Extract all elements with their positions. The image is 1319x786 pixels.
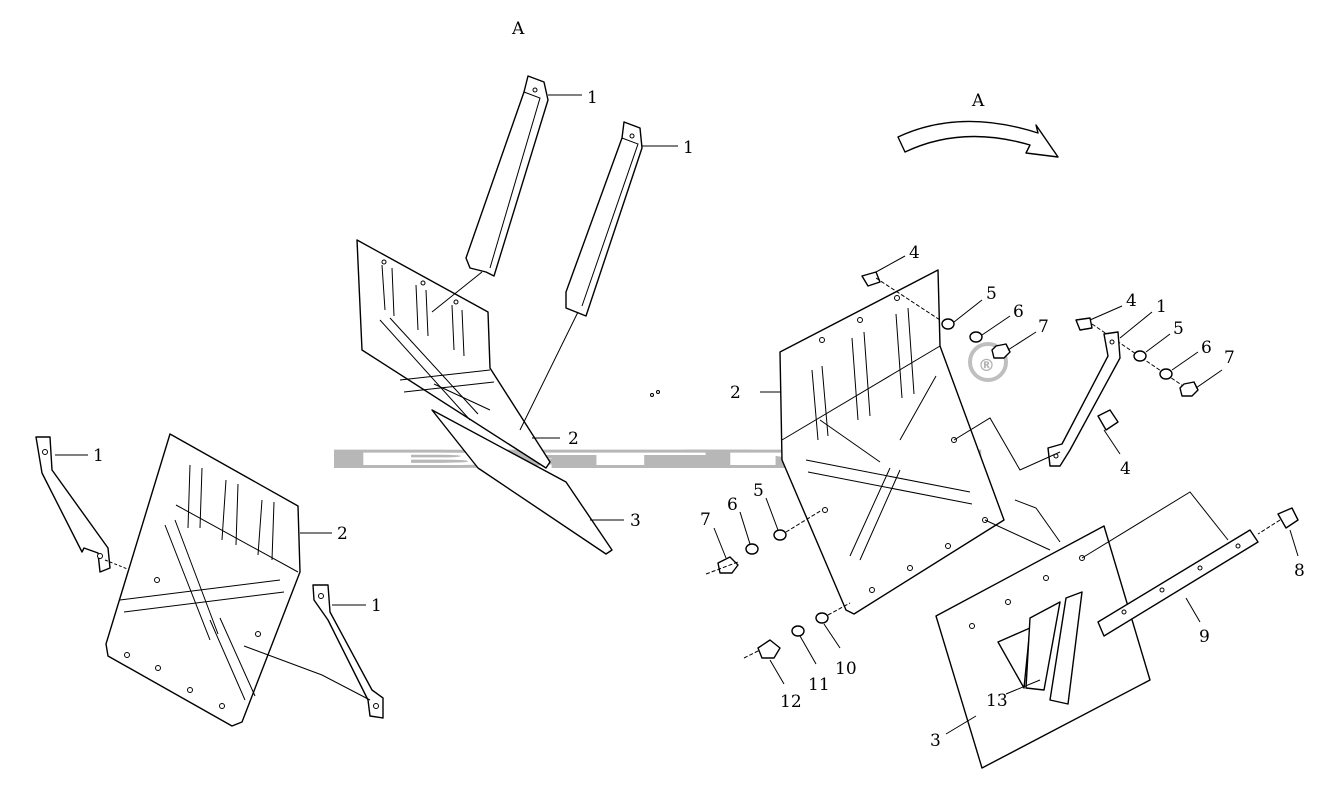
bolt-top [861, 271, 881, 287]
left-washer [773, 529, 787, 541]
bolt-hole [42, 449, 48, 455]
bolt-hole [154, 577, 160, 583]
callout-flap: 3 [930, 731, 941, 751]
far-bolt [1075, 317, 1093, 331]
strip [1097, 529, 1259, 637]
far-washer [1133, 350, 1147, 362]
callout-far-washer: 5 [1173, 319, 1184, 339]
strip-bolt [1277, 507, 1299, 529]
left-bracket-upper [35, 436, 111, 573]
callout-left-washer: 5 [753, 481, 764, 501]
flap-decal-small [997, 627, 1031, 689]
bolt-hole [97, 553, 103, 559]
center-flap [431, 409, 613, 555]
callout-center-plate: 2 [568, 429, 579, 449]
center-bracket-b [565, 121, 643, 317]
bottom-lockwasher [791, 625, 805, 637]
callout-bottom-nut: 12 [780, 692, 802, 712]
callout-bottom-lockwasher: 11 [808, 675, 830, 695]
left-plate [105, 433, 301, 727]
left-lockwasher [745, 543, 759, 555]
right-plate [779, 269, 1005, 615]
nut-top [991, 343, 1011, 359]
view-label-top: A [511, 19, 525, 39]
callout-strip-bolt: 8 [1294, 561, 1305, 581]
callout-center-bracket-a: 1 [587, 88, 598, 108]
callout-right-bolt-top: 4 [909, 243, 920, 263]
callout-bottom-washer: 10 [835, 659, 857, 679]
registered-mark: ® [978, 356, 995, 376]
far-lockwasher [1159, 368, 1173, 380]
center-assembly: 1 1 2 3 [356, 75, 694, 555]
far-bracket [1047, 331, 1121, 467]
callout-left-bracket-lower: 1 [371, 596, 382, 616]
bottom-nut [757, 639, 781, 659]
view-label-arrow: A [971, 91, 985, 111]
washer-top [941, 318, 955, 330]
bolt-hole [255, 631, 261, 637]
center-bracket-a [465, 75, 549, 277]
callout-left-nut: 7 [700, 510, 711, 530]
callout-center-bracket-b: 1 [683, 138, 694, 158]
callout-far-bolt-lower: 4 [1120, 459, 1131, 479]
callout-far-lockwasher: 6 [1201, 338, 1212, 358]
callout-right-lockwasher-top: 6 [1013, 302, 1024, 322]
callout-left-plate: 2 [337, 524, 348, 544]
bottom-washer [815, 612, 829, 624]
callout-flap-decal: 13 [986, 691, 1008, 711]
callout-right-nut-top: 7 [1038, 317, 1049, 337]
registered-circle [968, 342, 1008, 382]
callout-far-bolt: 4 [1126, 291, 1137, 311]
callout-left-bracket-upper: 1 [93, 446, 104, 466]
callout-far-nut: 7 [1224, 348, 1235, 368]
callout-left-lockwasher: 6 [727, 495, 738, 515]
flap-decal-mid [1025, 601, 1061, 691]
callout-strip: 9 [1199, 627, 1210, 647]
callout-far-bracket: 1 [1156, 297, 1167, 317]
left-nut [717, 556, 739, 574]
far-nut [1179, 381, 1199, 397]
left-bracket-lower [312, 584, 384, 719]
callout-right-plate: 2 [730, 383, 741, 403]
flap-decal-large [1049, 591, 1083, 705]
lockwasher-top [969, 331, 983, 343]
callout-center-flap: 3 [630, 511, 641, 531]
right-assembly: 2 4 5 6 7 4 1 5 6 7 4 [700, 243, 1305, 769]
view-arrow-icon [897, 120, 1059, 158]
center-plate [356, 239, 551, 469]
callout-right-washer-top: 5 [986, 284, 997, 304]
far-bolt-lower [1097, 409, 1119, 431]
left-assembly: 1 2 1 [35, 433, 384, 727]
